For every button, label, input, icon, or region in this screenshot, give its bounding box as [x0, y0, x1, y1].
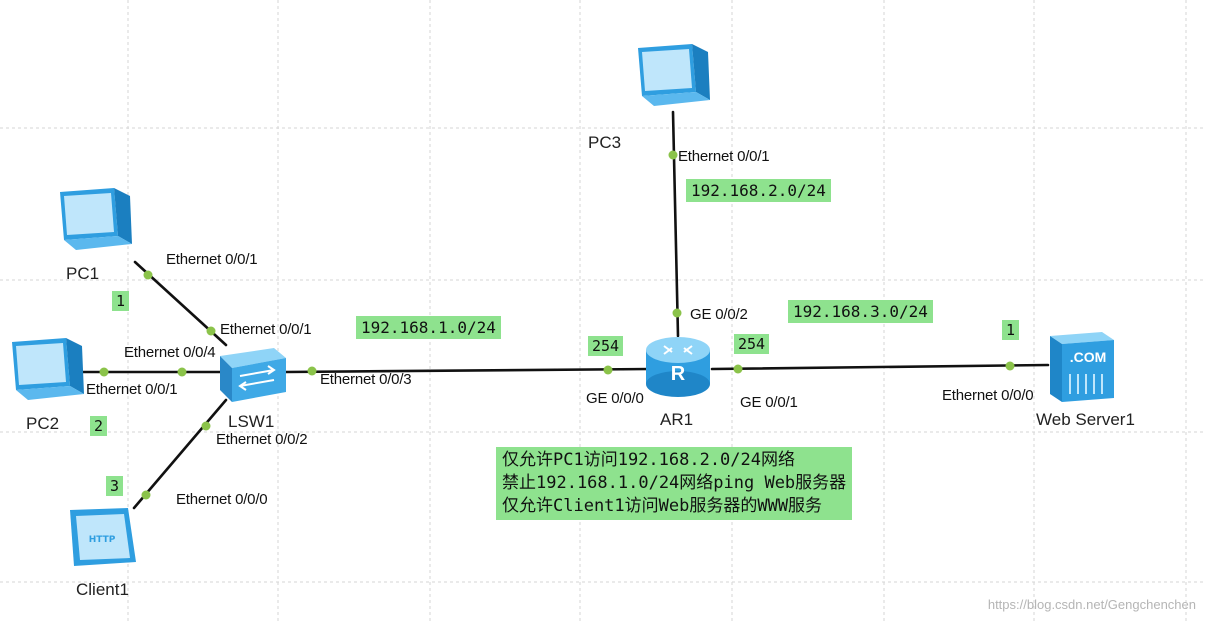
note-line: 禁止192.168.1.0/24网络ping Web服务器 [502, 473, 847, 493]
host-number-tag: 2 [90, 416, 108, 436]
server-badge-text: .COM [1070, 349, 1107, 365]
pc3-name: PC3 [588, 133, 622, 152]
port-label: GE 0/0/1 [740, 394, 798, 411]
note-line: 仅允许PC1访问192.168.2.0/24网络 [502, 450, 795, 470]
pc2-name: PC2 [26, 414, 60, 433]
web-server1-name: Web Server1 [1036, 410, 1135, 429]
link-lsw1-ar1 [284, 367, 652, 374]
port-label: Ethernet 0/0/0 [176, 491, 268, 508]
port-label: Ethernet 0/0/0 [942, 387, 1034, 404]
client-badge-text: HTTP [89, 535, 116, 545]
subnet-tag: 192.168.1.0/24 [356, 316, 501, 339]
switch-icon[interactable] [216, 342, 290, 406]
host-number-tag: 254 [734, 334, 770, 354]
subnet-tag: 192.168.3.0/24 [788, 300, 933, 323]
note-line: 仅允许Client1访问Web服务器的WWW服务 [502, 496, 823, 516]
pc1-name: PC1 [66, 264, 100, 283]
pc3-icon[interactable] [630, 42, 712, 114]
port-label: GE 0/0/0 [586, 390, 644, 407]
server-icon[interactable]: .COM [1046, 330, 1118, 406]
port-label: Ethernet 0/0/3 [320, 371, 412, 388]
port-label: Ethernet 0/0/1 [678, 148, 770, 165]
client1-name: Client1 [76, 580, 129, 599]
port-label: Ethernet 0/0/1 [86, 381, 178, 398]
host-number-tag: 1 [112, 291, 130, 311]
subnet-tag: 192.168.2.0/24 [686, 179, 831, 202]
pc2-icon[interactable] [4, 336, 86, 408]
port-label: Ethernet 0/0/1 [220, 321, 312, 338]
port-label: Ethernet 0/0/2 [216, 431, 308, 448]
port-dots [99, 150, 1015, 500]
router-badge-text: R [671, 363, 686, 385]
host-number-tag: 1 [1002, 320, 1020, 340]
pc1-icon[interactable] [52, 186, 134, 258]
lsw1-name: LSW1 [228, 412, 275, 431]
acl-requirements-note: 仅允许PC1访问192.168.2.0/24网络 禁止192.168.1.0/2… [496, 447, 853, 520]
link-ar1-server [710, 363, 1050, 371]
ar1-name: AR1 [660, 410, 694, 429]
port-label: Ethernet 0/0/1 [166, 251, 258, 268]
router-icon[interactable]: R [642, 334, 714, 400]
host-number-tag: 254 [588, 336, 624, 356]
port-label: Ethernet 0/0/4 [124, 344, 216, 361]
link-pc3-ar1 [671, 110, 680, 338]
watermark: https://blog.csdn.net/Gengchenchen [987, 597, 1196, 612]
client1-icon[interactable]: HTTP [66, 504, 142, 574]
port-label: GE 0/0/2 [690, 306, 748, 323]
host-number-tag: 3 [106, 476, 124, 496]
link-client1-lsw1 [132, 398, 228, 510]
